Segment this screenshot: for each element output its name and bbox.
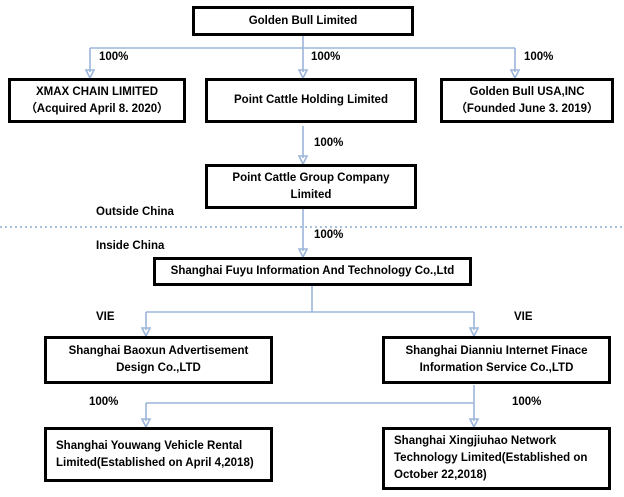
wire-fuyu-vie-bus	[145, 286, 475, 330]
arrow-to-dianniu	[468, 327, 480, 338]
wire-dianniu-bottom-bus	[145, 385, 475, 421]
arrow-to-holding	[297, 69, 309, 80]
arrow-to-gbusa	[509, 69, 521, 80]
node-label-line2: Limited	[290, 188, 332, 201]
edge-label-fuyu-to-dianniu: VIE	[514, 311, 533, 323]
node-label: Point Cattle Holding Limited	[234, 94, 388, 107]
node-shanghai-youwang[interactable]: Shanghai Youwang Vehicle Rental Limited(…	[44, 427, 273, 482]
node-label-line1: Point Cattle Group Company	[232, 171, 390, 184]
edge-label-gbl-to-golden-bull-usa: 100%	[524, 51, 554, 63]
node-point-cattle-group-company-limited[interactable]: Point Cattle Group Company Limited	[205, 164, 417, 209]
edge-label-dianniu-to-xingjiuhao: 100%	[512, 396, 542, 408]
node-label-line2: （Acquired April 8. 2020）	[25, 102, 169, 115]
node-xmax-chain-limited[interactable]: XMAX CHAIN LIMITED （Acquired April 8. 20…	[8, 78, 186, 123]
edge-label-dianniu-to-youwang: 100%	[89, 396, 119, 408]
node-shanghai-fuyu[interactable]: Shanghai Fuyu Information And Technology…	[153, 257, 472, 286]
node-label: Shanghai Fuyu Information And Technology…	[170, 265, 455, 278]
node-label-line1: Golden Bull USA,INC	[469, 85, 585, 98]
arrow-to-youwang	[140, 418, 152, 429]
node-shanghai-xingjiuhao[interactable]: Shanghai Xingjiuhao Network Technology L…	[382, 427, 611, 490]
node-label-line2: Limited(Established on April 4,2018)	[56, 456, 254, 469]
node-label-line1: Shanghai Baoxun Advertisement	[68, 345, 249, 358]
node-label-line1: XMAX CHAIN LIMITED	[35, 85, 159, 98]
arrow-to-xingjiuhao	[468, 418, 480, 429]
arrow-to-fuyu	[297, 248, 309, 259]
node-golden-bull-limited[interactable]: Golden Bull Limited	[192, 6, 414, 36]
node-label-line3: October 22,2018)	[394, 468, 487, 481]
edge-label-fuyu-to-baoxun: VIE	[96, 311, 115, 323]
node-point-cattle-holding-limited[interactable]: Point Cattle Holding Limited	[205, 78, 417, 123]
node-label-line2: （Founded June 3. 2019）	[455, 102, 599, 115]
zone-label-outside-china: Outside China	[96, 206, 174, 218]
node-label-line2: Information Service Co.,LTD	[419, 362, 574, 374]
arrow-to-baoxun	[140, 327, 152, 338]
node-golden-bull-usa-inc[interactable]: Golden Bull USA,INC （Founded June 3. 201…	[440, 78, 614, 123]
arrow-to-group	[297, 155, 309, 166]
edge-label-gbl-to-xmax: 100%	[99, 51, 129, 63]
zone-label-inside-china: Inside China	[96, 240, 165, 252]
node-shanghai-dianniu[interactable]: Shanghai Dianniu Internet Finace Informa…	[382, 336, 611, 384]
edge-label-holding-to-group: 100%	[314, 137, 344, 149]
edge-label-group-to-fuyu: 100%	[314, 229, 344, 241]
node-label-line2: Technology Limited(Established on	[394, 452, 588, 465]
node-label: Golden Bull Limited	[248, 14, 358, 27]
arrow-to-xmax	[84, 69, 96, 80]
node-shanghai-baoxun[interactable]: Shanghai Baoxun Advertisement Design Co.…	[44, 336, 273, 384]
edge-label-gbl-to-point-cattle-holding: 100%	[311, 51, 341, 63]
node-label-line2: Design Co.,LTD	[116, 362, 201, 374]
node-label-line1: Shanghai Youwang Vehicle Rental	[56, 439, 243, 452]
node-label-line1: Shanghai Xingjiuhao Network	[394, 435, 557, 448]
node-label-line1: Shanghai Dianniu Internet Finace	[405, 345, 588, 358]
